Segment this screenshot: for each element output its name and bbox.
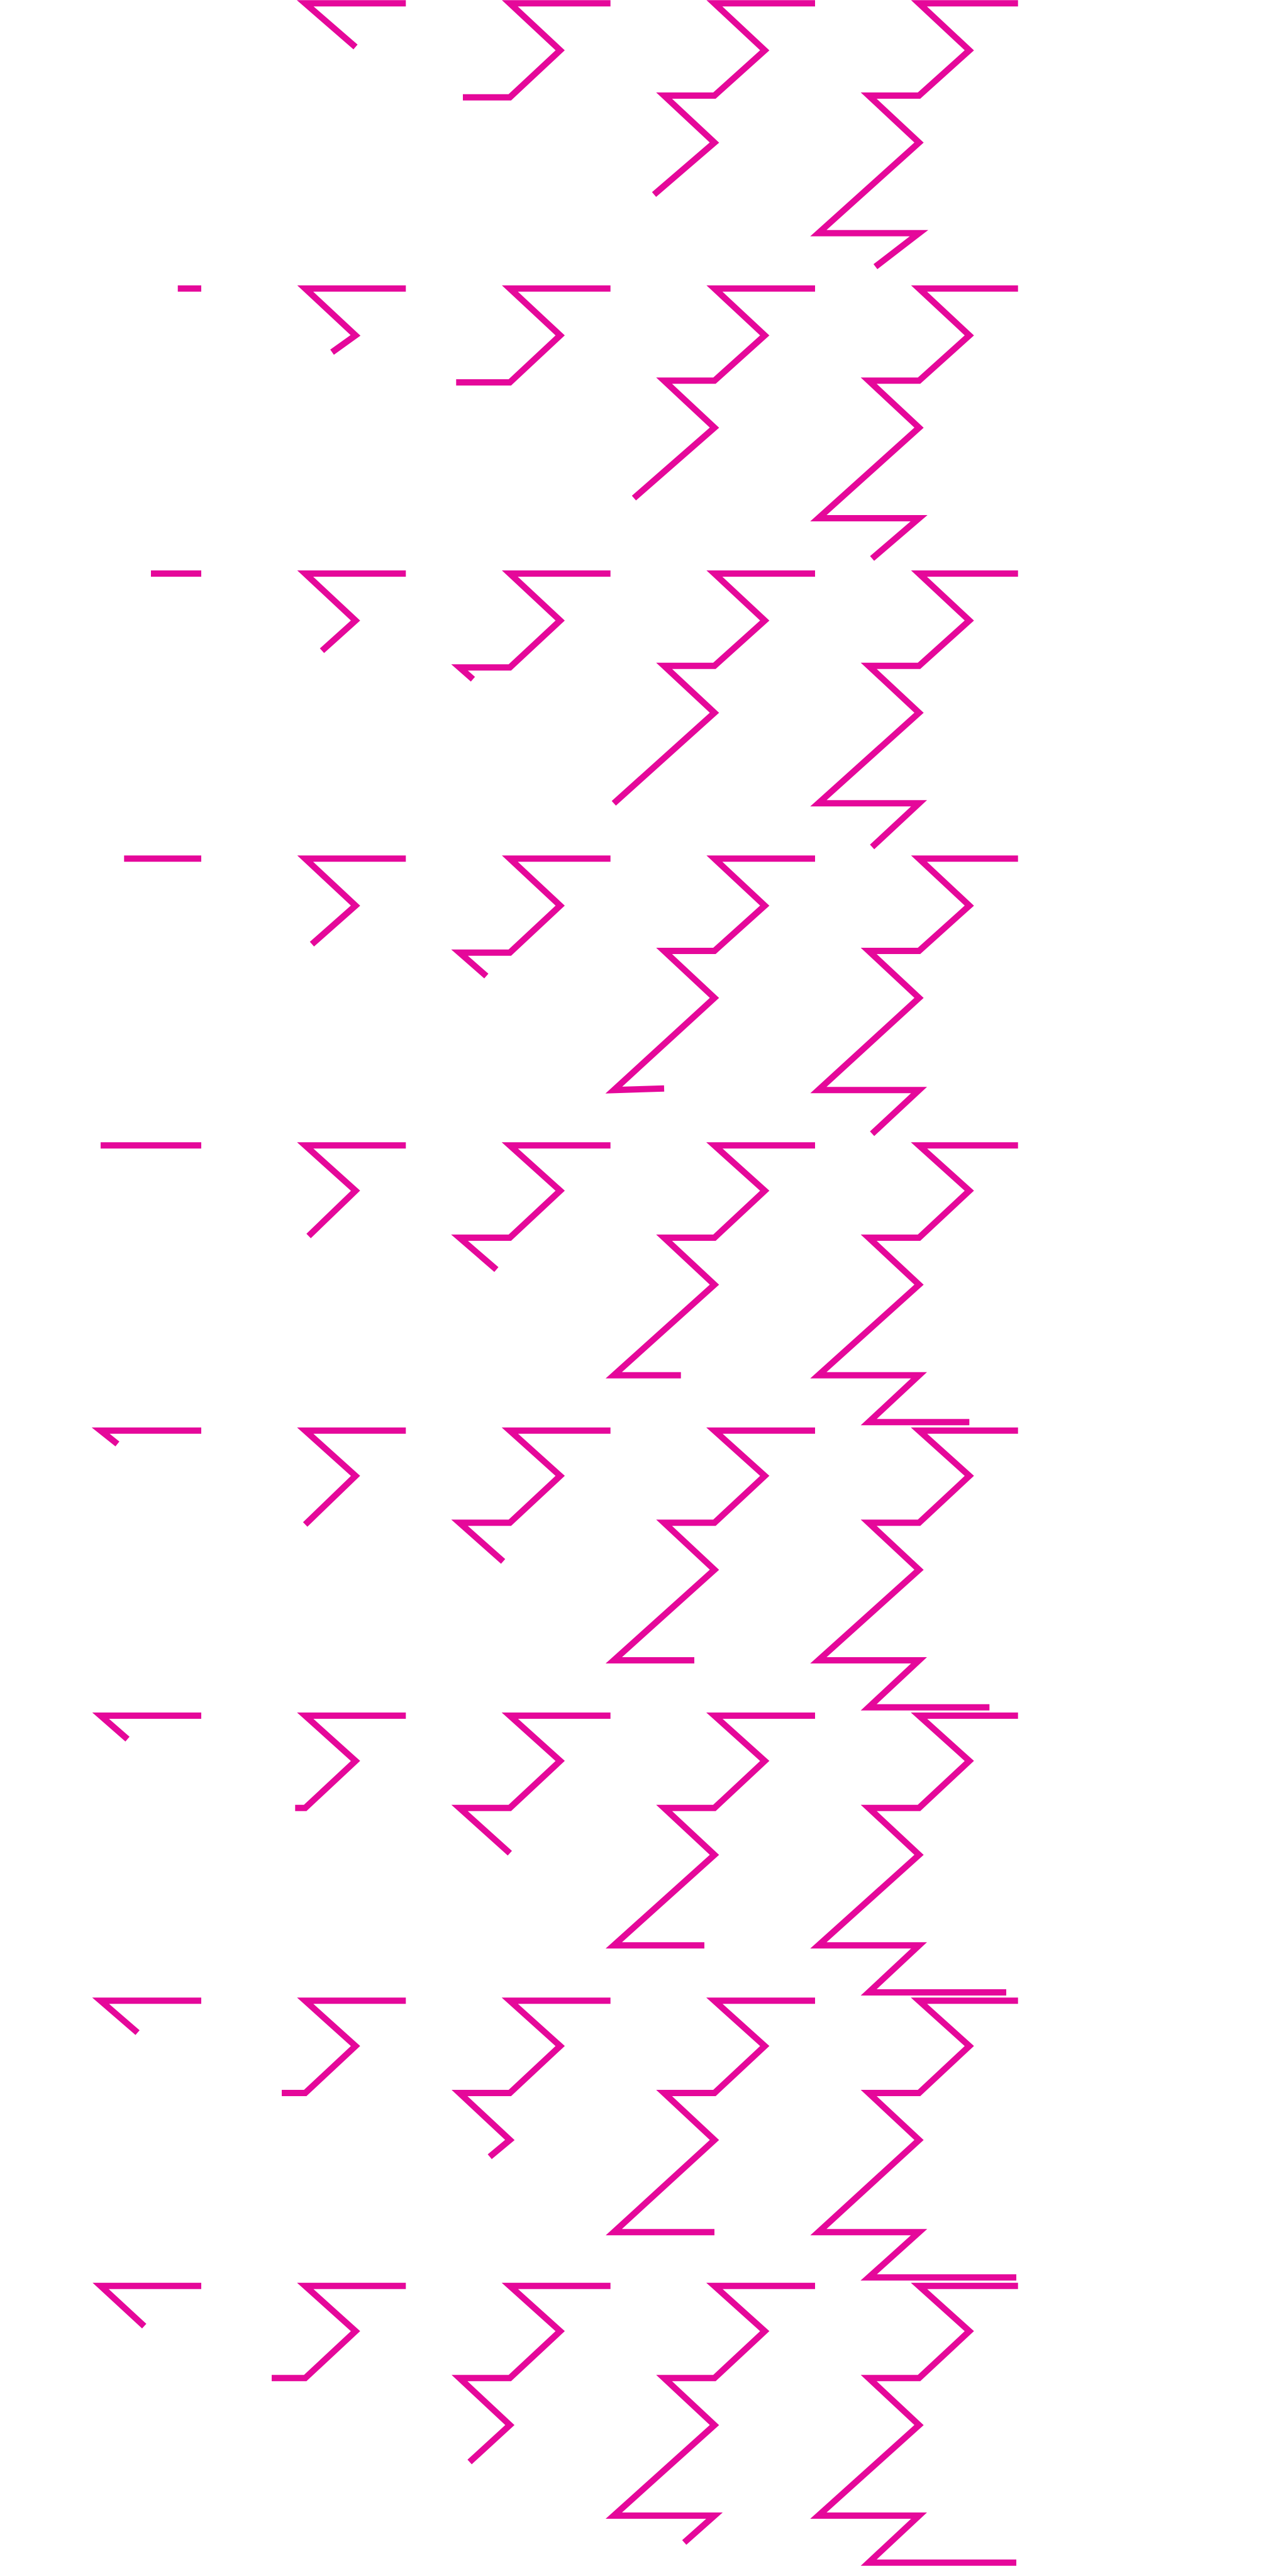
zigzag-row-2 [177, 285, 1018, 561]
zigzag-stroke-r7-c2 [295, 1713, 406, 1811]
zigzag-stroke-r6-c4 [605, 1427, 815, 1663]
zigzag-stroke-r6-c3 [451, 1427, 611, 1564]
zigzag-stroke-r1-c3 [652, 0, 815, 197]
zigzag-stroke-r7-c1 [92, 1713, 201, 1742]
zigzag-stroke-r4-c3 [451, 855, 611, 979]
zigzag-row-4 [124, 855, 1018, 1136]
zigzag-stroke-r6-c1 [91, 1427, 201, 1446]
zigzag-stroke-r1-c2 [463, 0, 611, 101]
zigzag-row-8 [92, 1997, 1018, 2281]
zigzag-stroke-r5-c3 [451, 1142, 611, 1272]
zigzag-stroke-r6-c2 [297, 1427, 406, 1527]
zigzag-stroke-r9-c1 [92, 2282, 201, 2329]
zigzag-stroke-r5-c2 [297, 1142, 406, 1238]
zigzag-stroke-r6-c5 [810, 1427, 1018, 1711]
zigzag-stroke-r9-c4 [605, 2282, 815, 2545]
zigzag-stroke-r8-c1 [92, 1997, 201, 2035]
zigzag-stroke-r7-c4 [605, 1713, 815, 1949]
zigzag-stroke-r1-c1 [296, 0, 406, 50]
zigzag-stroke-r8-c5 [810, 1997, 1018, 2281]
zigzag-row-7 [92, 1713, 1018, 1996]
zigzag-stroke-r7-c5 [810, 1713, 1018, 1996]
zigzag-stroke-r4-c2 [297, 855, 406, 947]
zigzag-row-6 [91, 1427, 1018, 1711]
zigzag-stroke-r4-c5 [810, 855, 1018, 1136]
zigzag-stroke-r2-c2 [297, 285, 406, 355]
zigzag-stroke-r1-c4 [810, 0, 1018, 269]
zigzag-stroke-r3-c4 [611, 570, 815, 806]
zigzag-stroke-r3-c5 [810, 570, 1018, 850]
zigzag-stroke-r3-c2 [297, 570, 406, 653]
zigzag-stroke-r2-c4 [631, 285, 815, 501]
zigzag-row-5 [101, 1142, 1018, 1426]
zigzag-stroke-r8-c3 [452, 1997, 611, 2160]
zigzag-stroke-r2-c5 [810, 285, 1018, 561]
zigzag-stroke-r3-c3 [451, 570, 611, 682]
zigzag-stroke-r9-c2 [272, 2282, 406, 2382]
zigzag-stroke-r5-c5 [810, 1142, 1018, 1426]
zigzag-stroke-r2-c3 [456, 285, 611, 386]
zigzag-stroke-r4-c4 [605, 855, 815, 1094]
zigzag-row-1 [296, 0, 1018, 269]
zigzag-row-9 [92, 2282, 1018, 2566]
zigzag-stroke-r9-c3 [452, 2282, 611, 2465]
zigzag-stroke-r8-c4 [606, 1997, 815, 2236]
zigzag-stroke-r8-c2 [282, 1997, 406, 2096]
zigzag-row-3 [151, 570, 1018, 850]
zigzag-stroke-r7-c3 [451, 1713, 611, 1856]
zigzag-stroke-r9-c5 [810, 2282, 1018, 2566]
zigzag-stroke-r5-c4 [605, 1142, 815, 1379]
